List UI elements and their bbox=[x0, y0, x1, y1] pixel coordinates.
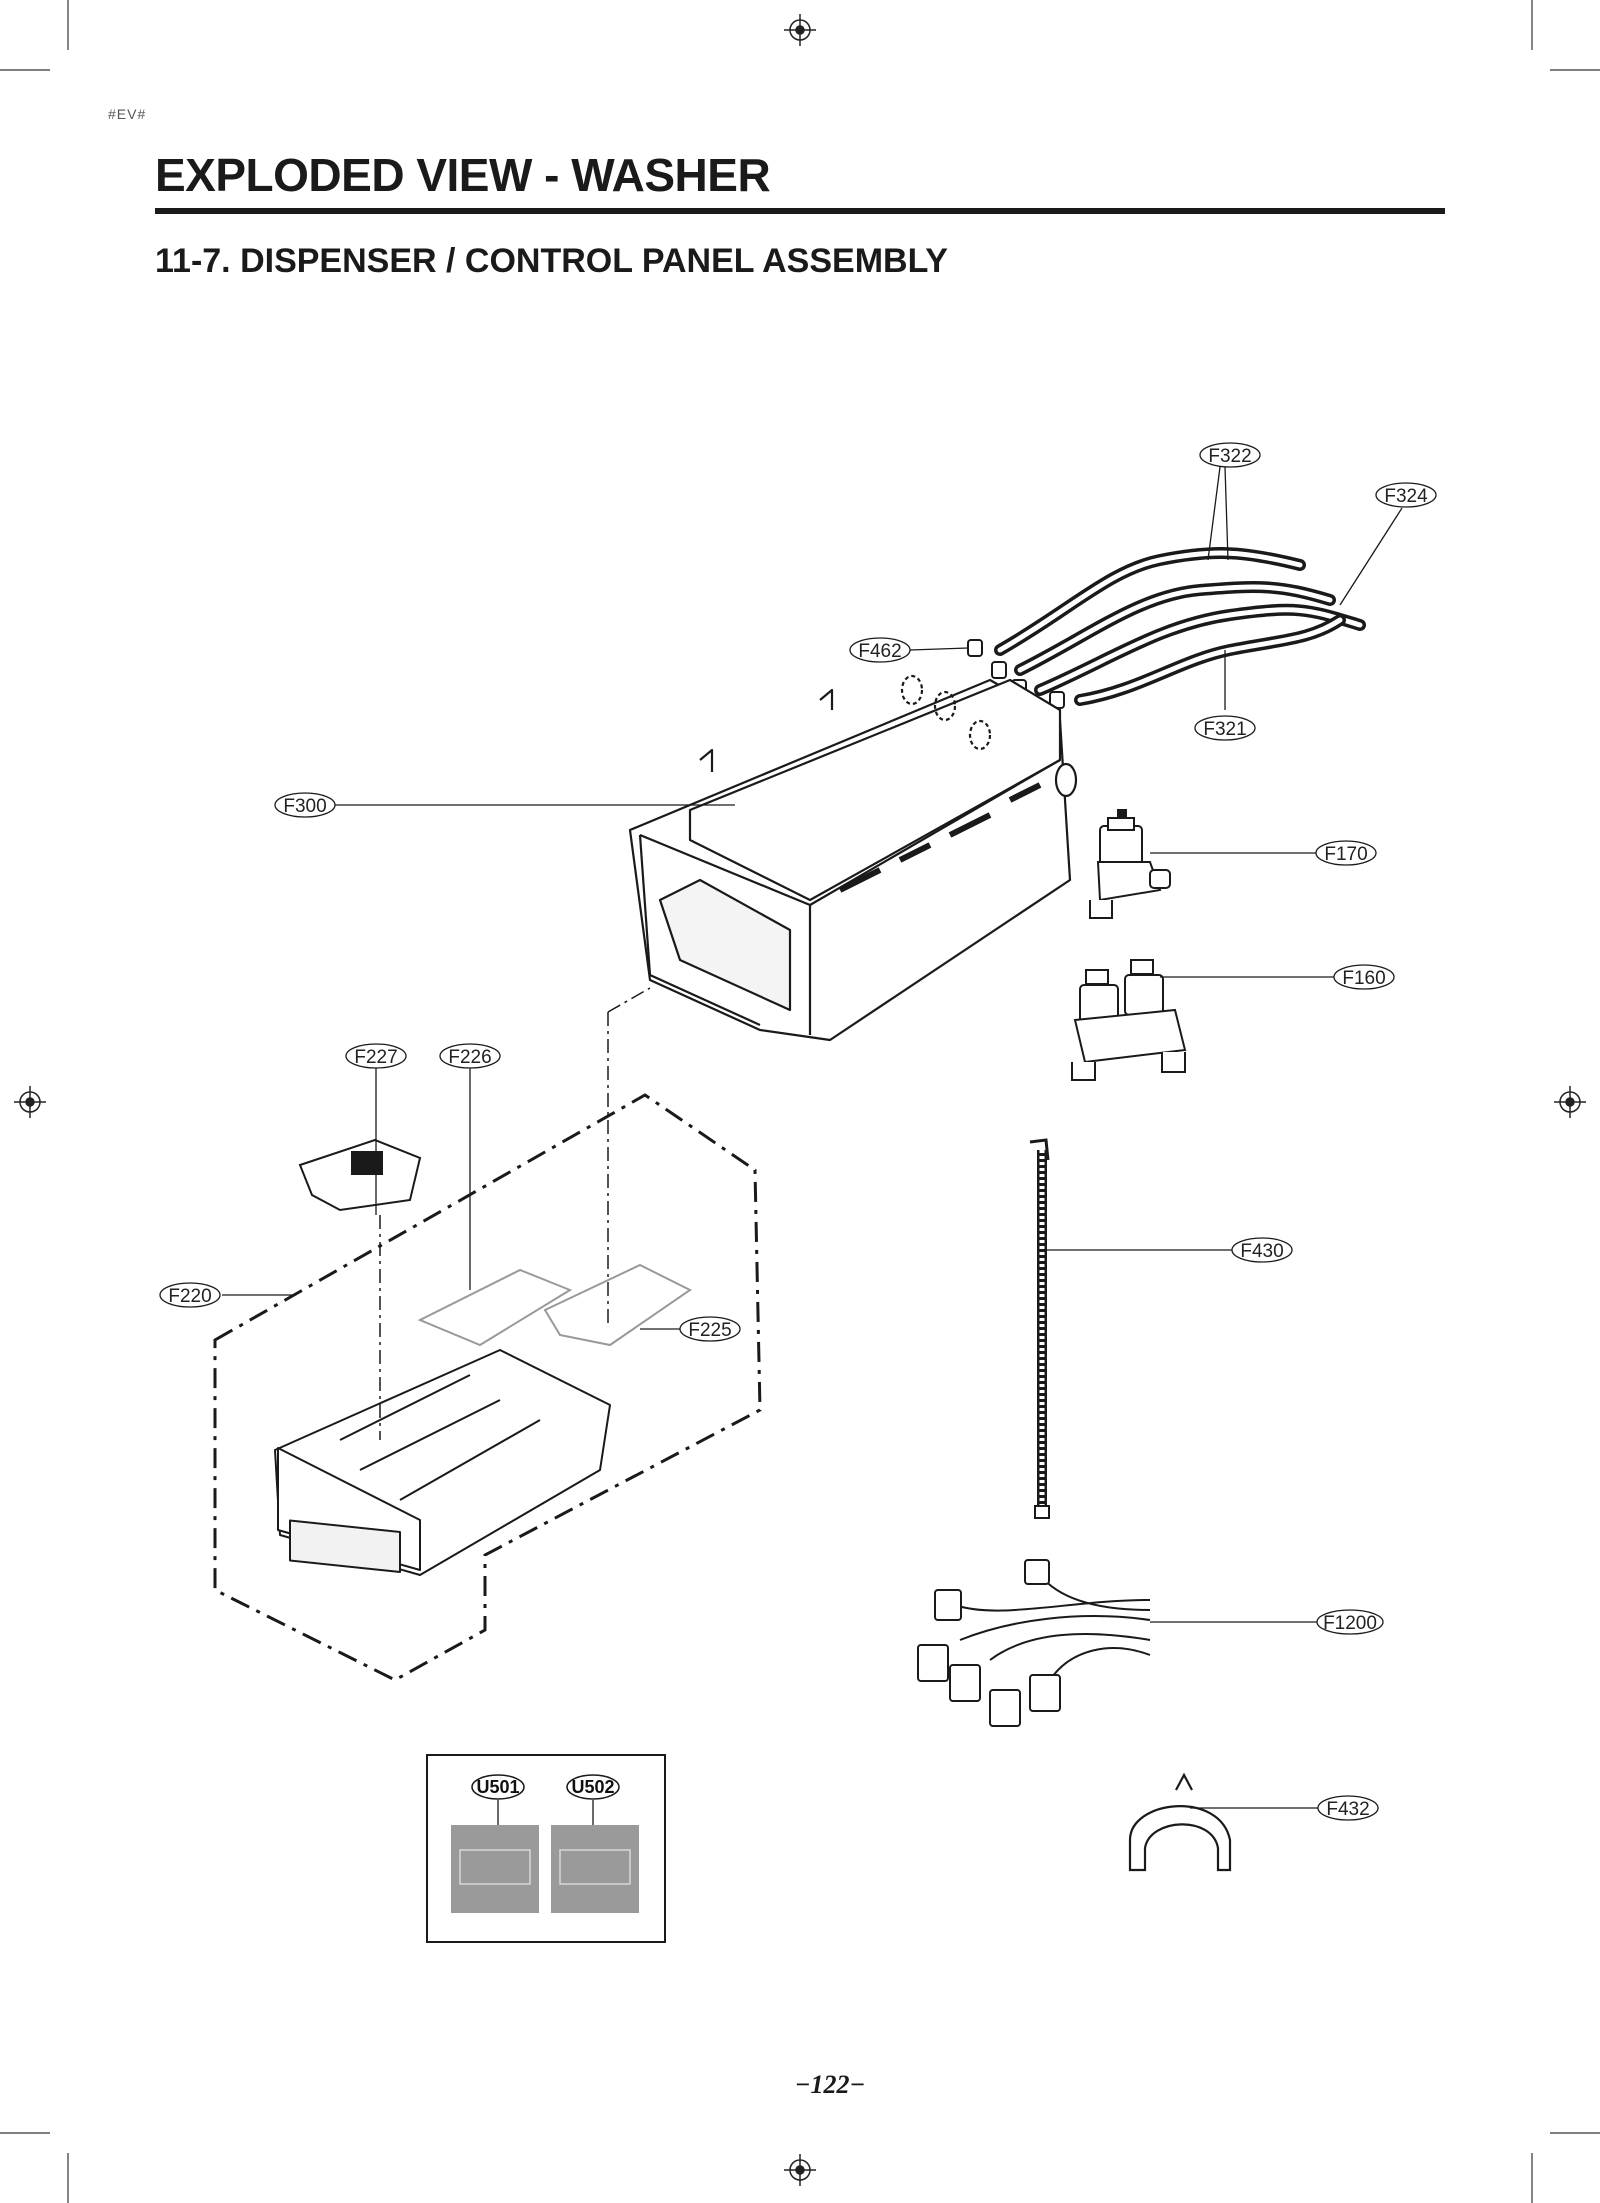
double-valve bbox=[1071, 959, 1187, 1081]
document-tag: #EV# bbox=[108, 106, 147, 122]
svg-text:F227: F227 bbox=[354, 1047, 397, 1068]
part-label-F322: F322 bbox=[1199, 442, 1261, 468]
part-label-U501: U501 bbox=[471, 1774, 525, 1800]
svg-text:F430: F430 bbox=[1240, 1241, 1283, 1262]
svg-text:F1200: F1200 bbox=[1323, 1613, 1377, 1634]
service-kit-box bbox=[426, 1754, 666, 1943]
svg-text:U502: U502 bbox=[571, 1777, 614, 1797]
svg-text:F225: F225 bbox=[688, 1320, 731, 1341]
part-label-F321: F321 bbox=[1194, 715, 1256, 741]
part-label-F227: F227 bbox=[345, 1043, 407, 1069]
part-label-F324: F324 bbox=[1375, 482, 1437, 508]
leader-lines bbox=[222, 466, 1403, 1825]
softener-cap bbox=[298, 1138, 422, 1212]
svg-text:F300: F300 bbox=[283, 796, 326, 817]
drawer-assembly-outline bbox=[213, 1093, 762, 1682]
detergent-insert bbox=[417, 1268, 573, 1347]
section-subtitle: 11-7. DISPENSER / CONTROL PANEL ASSEMBLY bbox=[155, 242, 948, 280]
part-label-F220: F220 bbox=[159, 1282, 221, 1308]
svg-text:U501: U501 bbox=[476, 1777, 519, 1797]
svg-text:F226: F226 bbox=[448, 1047, 491, 1068]
svg-text:F462: F462 bbox=[858, 641, 901, 662]
part-label-F160: F160 bbox=[1333, 964, 1395, 990]
svg-text:F322: F322 bbox=[1208, 446, 1251, 467]
page-number: −122− bbox=[794, 2070, 866, 2099]
dispenser-housing bbox=[628, 674, 1078, 1042]
hose-guide bbox=[1128, 1772, 1232, 1872]
part-label-F225: F225 bbox=[679, 1316, 741, 1342]
svg-text:F170: F170 bbox=[1324, 844, 1367, 865]
svg-text:F220: F220 bbox=[168, 1286, 211, 1307]
svg-text:F321: F321 bbox=[1203, 719, 1246, 740]
svg-text:F160: F160 bbox=[1342, 968, 1385, 989]
bleach-insert bbox=[543, 1263, 692, 1347]
part-label-F300: F300 bbox=[274, 792, 336, 818]
title-rule bbox=[155, 208, 1445, 214]
part-label-F1200: F1200 bbox=[1316, 1609, 1384, 1635]
page-title: EXPLODED VIEW - WASHER bbox=[155, 149, 771, 201]
part-label-F462: F462 bbox=[849, 637, 911, 663]
registration-target-icon bbox=[14, 14, 1586, 2186]
drain-tube bbox=[1029, 1138, 1050, 1519]
inlet-hoses bbox=[994, 547, 1366, 706]
wire-harness bbox=[917, 1559, 1151, 1727]
part-label-F170: F170 bbox=[1315, 840, 1377, 866]
assembly-guides bbox=[379, 987, 651, 1440]
svg-text:F324: F324 bbox=[1384, 486, 1428, 507]
single-valve bbox=[1089, 809, 1171, 919]
part-label-U502: U502 bbox=[566, 1774, 620, 1800]
part-label-F430: F430 bbox=[1231, 1237, 1293, 1263]
part-label-F432: F432 bbox=[1317, 1795, 1379, 1821]
part-label-F226: F226 bbox=[439, 1043, 501, 1069]
svg-text:F432: F432 bbox=[1326, 1799, 1369, 1820]
drawer bbox=[274, 1349, 611, 1576]
